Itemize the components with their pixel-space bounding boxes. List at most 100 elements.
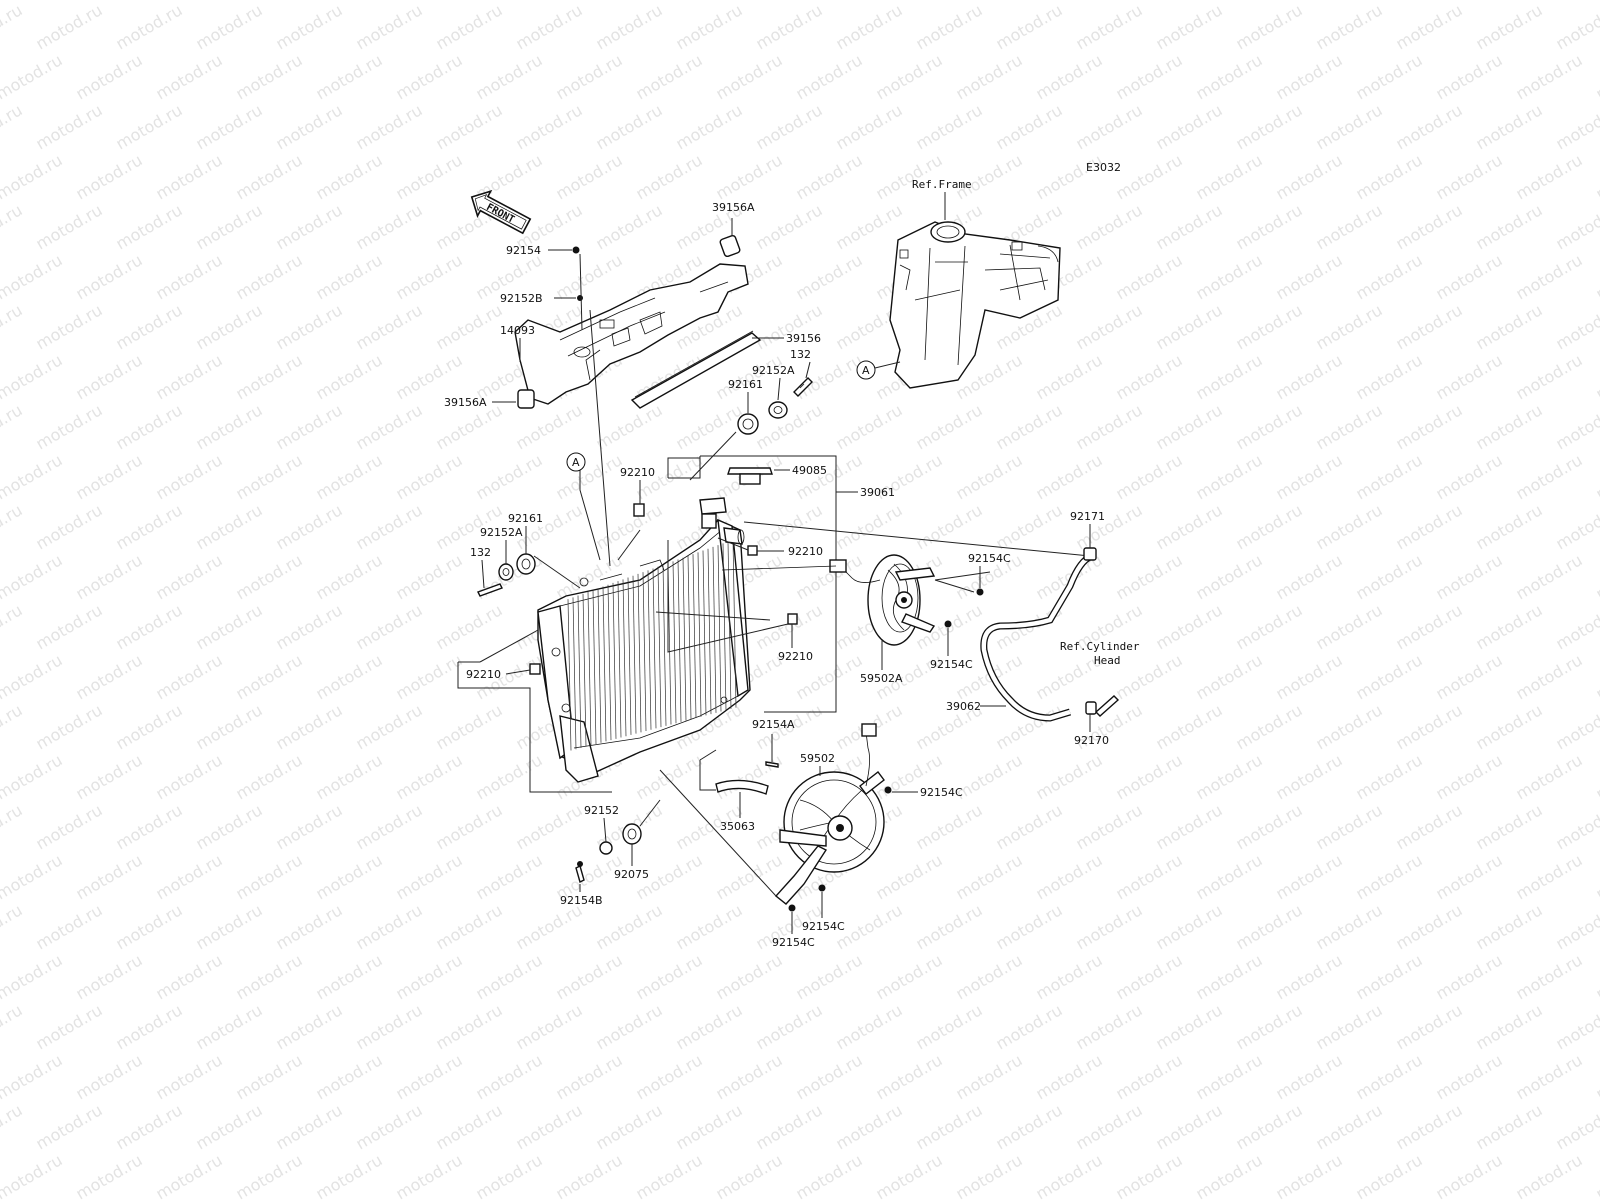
watermark-text: motod.ru bbox=[1433, 350, 1506, 403]
watermark-text: motod.ru bbox=[1313, 500, 1386, 553]
watermark-text: motod.ru bbox=[1553, 500, 1600, 553]
watermark-text: motod.ru bbox=[1233, 700, 1306, 753]
watermark-text: motod.ru bbox=[193, 600, 266, 653]
watermark-text: motod.ru bbox=[873, 150, 946, 203]
watermark-text: motod.ru bbox=[33, 1000, 106, 1053]
watermark-text: motod.ru bbox=[353, 600, 426, 653]
watermark-text: motod.ru bbox=[1313, 900, 1386, 953]
watermark-text: motod.ru bbox=[1073, 1100, 1146, 1153]
watermark-text: motod.ru bbox=[1033, 850, 1106, 903]
watermark-text: motod.ru bbox=[1153, 800, 1226, 853]
watermark-text: motod.ru bbox=[633, 50, 706, 103]
watermark-text: motod.ru bbox=[953, 950, 1026, 1003]
watermark-text: motod.ru bbox=[953, 0, 1026, 3]
watermark-text: motod.ru bbox=[833, 1100, 906, 1153]
bolt-92154-top bbox=[572, 246, 580, 254]
watermark-text: motod.ru bbox=[1193, 350, 1266, 403]
watermark-text: motod.ru bbox=[1353, 350, 1426, 403]
watermark-text: motod.ru bbox=[713, 1050, 786, 1103]
bolt-92154B bbox=[575, 861, 585, 884]
watermark-text: motod.ru bbox=[513, 0, 586, 53]
watermark-text: motod.ru bbox=[273, 800, 346, 853]
washer-92152B bbox=[577, 295, 583, 301]
ref-frame-label: Ref.Frame bbox=[912, 178, 972, 191]
watermark-text: motod.ru bbox=[233, 950, 306, 1003]
radiator-fin bbox=[722, 543, 727, 711]
watermark-text: motod.ru bbox=[193, 900, 266, 953]
bolt-ref-head bbox=[1094, 695, 1120, 717]
watermark-text: motod.ru bbox=[1193, 650, 1266, 703]
watermark-text: motod.ru bbox=[73, 450, 146, 503]
label-92154A: 92154A bbox=[752, 718, 795, 731]
watermark-text: motod.ru bbox=[353, 0, 426, 53]
watermark-text: motod.ru bbox=[1353, 1150, 1426, 1200]
radiator-fin bbox=[602, 586, 607, 742]
watermark-text: motod.ru bbox=[1233, 200, 1306, 253]
watermark-text: motod.ru bbox=[713, 0, 786, 3]
watermark-text: motod.ru bbox=[0, 650, 66, 703]
watermark-text: motod.ru bbox=[73, 350, 146, 403]
watermark-text: motod.ru bbox=[0, 900, 26, 953]
watermark-text: motod.ru bbox=[993, 1100, 1066, 1153]
watermark-text: motod.ru bbox=[113, 1000, 186, 1053]
watermark-text: motod.ru bbox=[313, 950, 386, 1003]
watermark-text: motod.ru bbox=[1273, 50, 1346, 103]
watermark-text: motod.ru bbox=[1113, 750, 1186, 803]
watermark-text: motod.ru bbox=[553, 1150, 626, 1200]
watermark-text: motod.ru bbox=[1273, 0, 1346, 3]
watermark-text: motod.ru bbox=[233, 350, 306, 403]
radiator-fin bbox=[662, 564, 667, 726]
watermark-text: motod.ru bbox=[1433, 150, 1506, 203]
watermark-text: motod.ru bbox=[1153, 1000, 1226, 1053]
watermark-text: motod.ru bbox=[1553, 200, 1600, 253]
watermark-text: motod.ru bbox=[1233, 0, 1306, 53]
watermark-text: motod.ru bbox=[513, 900, 586, 953]
watermark-text: motod.ru bbox=[113, 400, 186, 453]
watermark-text: motod.ru bbox=[1313, 200, 1386, 253]
watermark-text: motod.ru bbox=[1473, 0, 1546, 53]
watermark-text: motod.ru bbox=[73, 550, 146, 603]
nut-92210-b bbox=[747, 545, 758, 556]
watermark-text: motod.ru bbox=[433, 1000, 506, 1053]
label-92154C-a: 92154C bbox=[968, 552, 1011, 565]
watermark-text: motod.ru bbox=[593, 100, 666, 153]
watermark-text: motod.ru bbox=[153, 550, 226, 603]
watermark-text: motod.ru bbox=[433, 700, 506, 753]
watermark-text: motod.ru bbox=[393, 850, 466, 903]
watermark-text: motod.ru bbox=[753, 300, 826, 353]
watermark-text: motod.ru bbox=[353, 100, 426, 153]
watermark-text: motod.ru bbox=[713, 950, 786, 1003]
watermark-text: motod.ru bbox=[1273, 150, 1346, 203]
watermark-text: motod.ru bbox=[0, 350, 66, 403]
watermark-text: motod.ru bbox=[673, 400, 746, 453]
watermark-text: motod.ru bbox=[393, 550, 466, 603]
watermark-text: motod.ru bbox=[1433, 950, 1506, 1003]
watermark-text: motod.ru bbox=[313, 350, 386, 403]
watermark-text: motod.ru bbox=[1593, 150, 1600, 203]
watermark-text: motod.ru bbox=[713, 150, 786, 203]
bolt-132-top bbox=[793, 377, 813, 397]
watermark-text: motod.ru bbox=[673, 900, 746, 953]
watermark-text: motod.ru bbox=[313, 550, 386, 603]
watermark-text: motod.ru bbox=[1153, 700, 1226, 753]
radiator-fin bbox=[607, 584, 612, 741]
watermark-text: motod.ru bbox=[1473, 700, 1546, 753]
watermark-text: motod.ru bbox=[1273, 450, 1346, 503]
label-92161-left: 92161 bbox=[508, 512, 543, 525]
watermark-text: motod.ru bbox=[1033, 50, 1106, 103]
watermark-text: motod.ru bbox=[233, 550, 306, 603]
watermark-text: motod.ru bbox=[1513, 750, 1586, 803]
watermark-text: motod.ru bbox=[1593, 650, 1600, 703]
watermark-text: motod.ru bbox=[1153, 300, 1226, 353]
watermark-text: motod.ru bbox=[553, 450, 626, 503]
watermark-text: motod.ru bbox=[1473, 900, 1546, 953]
watermark-text: motod.ru bbox=[73, 850, 146, 903]
watermark-text: motod.ru bbox=[1033, 1050, 1106, 1103]
watermark-text: motod.ru bbox=[33, 800, 106, 853]
watermark-text: motod.ru bbox=[73, 950, 146, 1003]
watermark-text: motod.ru bbox=[1393, 300, 1466, 353]
watermark-text: motod.ru bbox=[1073, 400, 1146, 453]
watermark-text: motod.ru bbox=[633, 0, 706, 3]
nut-92210-d bbox=[529, 663, 541, 675]
